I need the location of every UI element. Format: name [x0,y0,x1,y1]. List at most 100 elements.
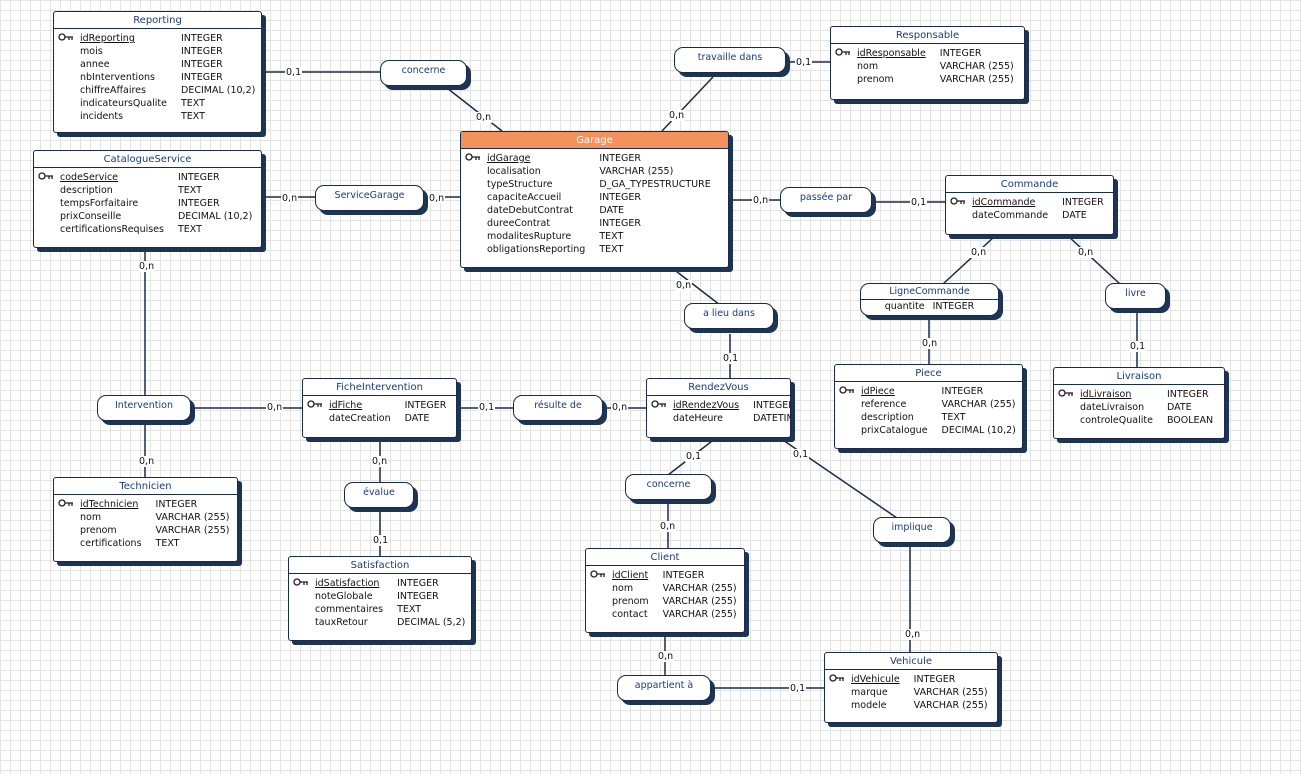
attribute-name: prenom [80,525,117,536]
key-icon [58,499,73,507]
attribute-type: VARCHAR (255) [941,399,1016,410]
attribute-type: INTEGER [177,198,220,209]
association-label: concerne [646,479,691,490]
link-garage-alieu [671,267,721,306]
attribute-row: idResponsable INTEGER [857,47,1024,60]
link-travaille-garage [661,76,714,132]
attribute-type: INTEGER [181,33,223,44]
attribute-type: VARCHAR (255) [662,583,737,594]
association-concerne-client[interactable]: concerne [625,474,716,504]
key-icon [835,48,850,56]
association-label: implique [891,522,933,533]
attribute-name: prenom [612,596,649,607]
attribute-type: INTEGER [932,301,975,312]
attribute-type: DECIMAL (10,2) [177,211,253,222]
cardinality-label: 0,1 [789,683,807,694]
attribute-type: BOOLEAN [1166,415,1214,426]
attribute-row: dureeContrat INTEGER [487,217,725,230]
association-label: appartient à [634,680,694,691]
attribute-name: obligationsReporting [487,244,586,255]
association-travaille-dans[interactable]: travaille dans [674,47,790,77]
attribute-name: tempsForfaitaire [60,198,139,209]
association-intervention[interactable]: Intervention [97,395,195,425]
attribute-name: dureeContrat [487,218,551,229]
attribute-type: INTEGER [939,48,982,59]
attribute-name: mois [80,46,103,57]
attribute-name: incidents [80,111,124,122]
primary-key-name: idResponsable [857,48,926,59]
cardinality-label: 0,1 [285,67,303,78]
entity-title: Responsable [831,27,1024,44]
association-appartient-a[interactable]: appartient à [617,675,715,705]
link-concerne-garage [446,87,503,132]
cardinality-label: 0,n [371,456,389,467]
key-icon [651,400,666,408]
association-livre[interactable]: livre [1105,283,1170,313]
association-label: livre [1125,288,1146,299]
attribute-type: TEXT [941,412,966,423]
attribute-name: contact [612,609,648,620]
entity-title: Garage [461,132,728,149]
attribute-row: tempsForfaitaire INTEGER [60,197,261,210]
cardinality-label: 0,1 [795,57,813,68]
cardinality-label: 0,1 [910,197,928,208]
primary-key-name: idSatisfaction [315,578,380,589]
key-icon [839,386,854,394]
attribute-type: D_GA_TYPESTRUCTURE [599,179,711,190]
key-icon [58,33,73,41]
attribute-name: certifications [80,538,142,549]
attribute-type: INTEGER [941,386,984,397]
attribute-type: INTEGER [599,218,641,229]
cardinality-label: 0,1 [685,451,703,462]
attribute-name: certificationsRequises [60,224,164,235]
attribute-name: modalitesRupture [487,231,572,242]
link-commande-livre [1067,235,1121,285]
attribute-name: dateLivraison [1080,402,1145,413]
attribute-type: VARCHAR (255) [939,61,1014,72]
cardinality-label: 0,n [428,193,446,204]
cardinality-label: 0,1 [722,353,740,364]
association-a-lieu-dans[interactable]: a lieu dans [684,303,778,333]
attribute-type: INTEGER [599,153,641,164]
association-service-garage[interactable]: ServiceGarage [315,185,428,215]
association-resulte-de[interactable]: résulte de [513,395,607,425]
attribute-type: TEXT [599,231,624,242]
attribute-type: INTEGER [662,570,705,581]
association-concerne-reporting[interactable]: concerne [380,60,471,90]
association-implique[interactable]: implique [873,517,955,547]
entity-title: Technicien [54,478,237,495]
entity-title: Reporting [54,12,261,29]
key-icon [307,400,322,408]
association-evalue[interactable]: évalue [344,482,418,512]
primary-key-name: idLivraison [1080,389,1132,400]
association-passee-par[interactable]: passée par [780,187,876,217]
